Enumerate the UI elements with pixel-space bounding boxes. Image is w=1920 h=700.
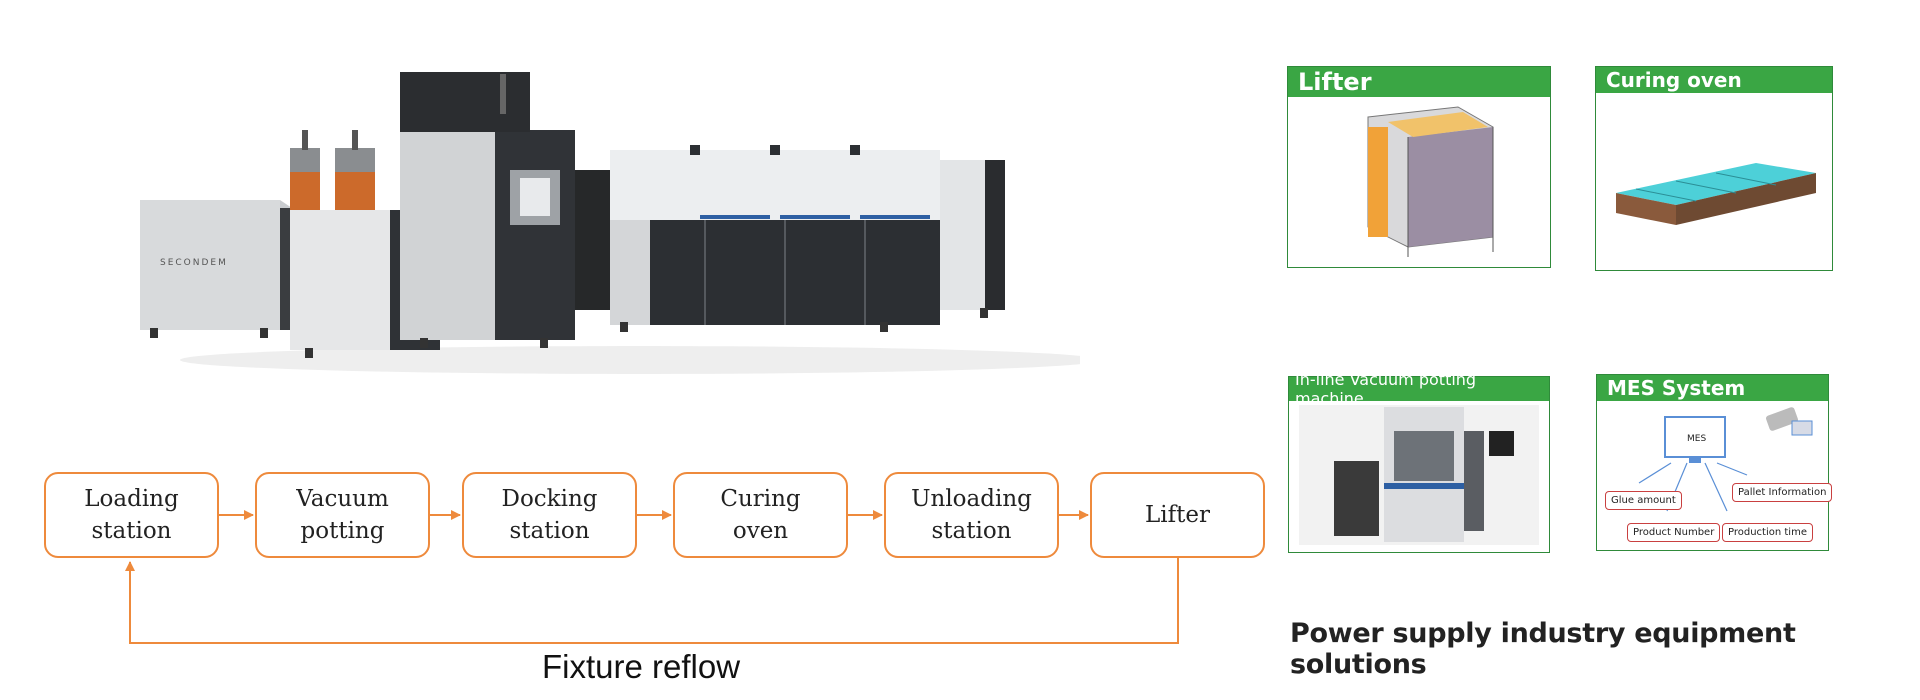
- panel-title: Lifter: [1288, 67, 1550, 97]
- flow-step-lifter: Lifter: [1090, 472, 1265, 558]
- mes-tag: Pallet Information: [1732, 483, 1833, 502]
- mes-center-label: MES: [1687, 434, 1706, 444]
- curing-oven-image: [1616, 163, 1816, 225]
- panel-curing-oven: Curing oven: [1595, 66, 1833, 271]
- flow-step-docking-station: Docking station: [462, 472, 637, 558]
- panel-lifter: Lifter: [1287, 66, 1551, 268]
- return-arrow: [125, 558, 1179, 644]
- mes-tag: Product Number: [1627, 523, 1721, 542]
- vacuum-machine-image: [1299, 405, 1539, 545]
- panel-mes-system: MES System MES Glue amount Pallet Inform…: [1596, 374, 1833, 551]
- fixture-reflow-label: Fixture reflow: [542, 648, 741, 685]
- tagline: Power supply industry equipment solution…: [1290, 618, 1796, 680]
- panel-title: In-line Vacuum potting machine: [1289, 370, 1549, 408]
- flow-step-label: Lifter: [1145, 502, 1210, 528]
- flow-step-unloading-station: Unloading station: [884, 472, 1059, 558]
- flow-step-label: Vacuum potting: [296, 486, 389, 544]
- panel-vacuum-potting-machine: In-line Vacuum potting machine: [1288, 370, 1550, 553]
- panel-title: MES System: [1597, 375, 1828, 401]
- flow-step-loading-station: Loading station: [44, 472, 219, 558]
- lifter-image: [1367, 106, 1494, 257]
- scanner-icon: [1766, 407, 1813, 436]
- flow-step-label: Unloading station: [911, 486, 1032, 544]
- production-line-illustration: SECONDEM: [140, 72, 1080, 374]
- monitor-icon: [1664, 416, 1726, 458]
- flow-step-label: Docking station: [501, 486, 598, 544]
- flow-step-label: Loading station: [84, 486, 179, 544]
- panel-title: Curing oven: [1596, 67, 1832, 93]
- brand-text: SECONDEM: [160, 258, 228, 268]
- mes-tag: Production time: [1722, 523, 1813, 542]
- flow-step-curing-oven: Curing oven: [673, 472, 848, 558]
- flow-step-vacuum-potting: Vacuum potting: [255, 472, 430, 558]
- mes-connections: MES: [1638, 407, 1813, 512]
- mes-tag: Glue amount: [1605, 491, 1682, 510]
- flow-step-label: Curing oven: [720, 486, 801, 544]
